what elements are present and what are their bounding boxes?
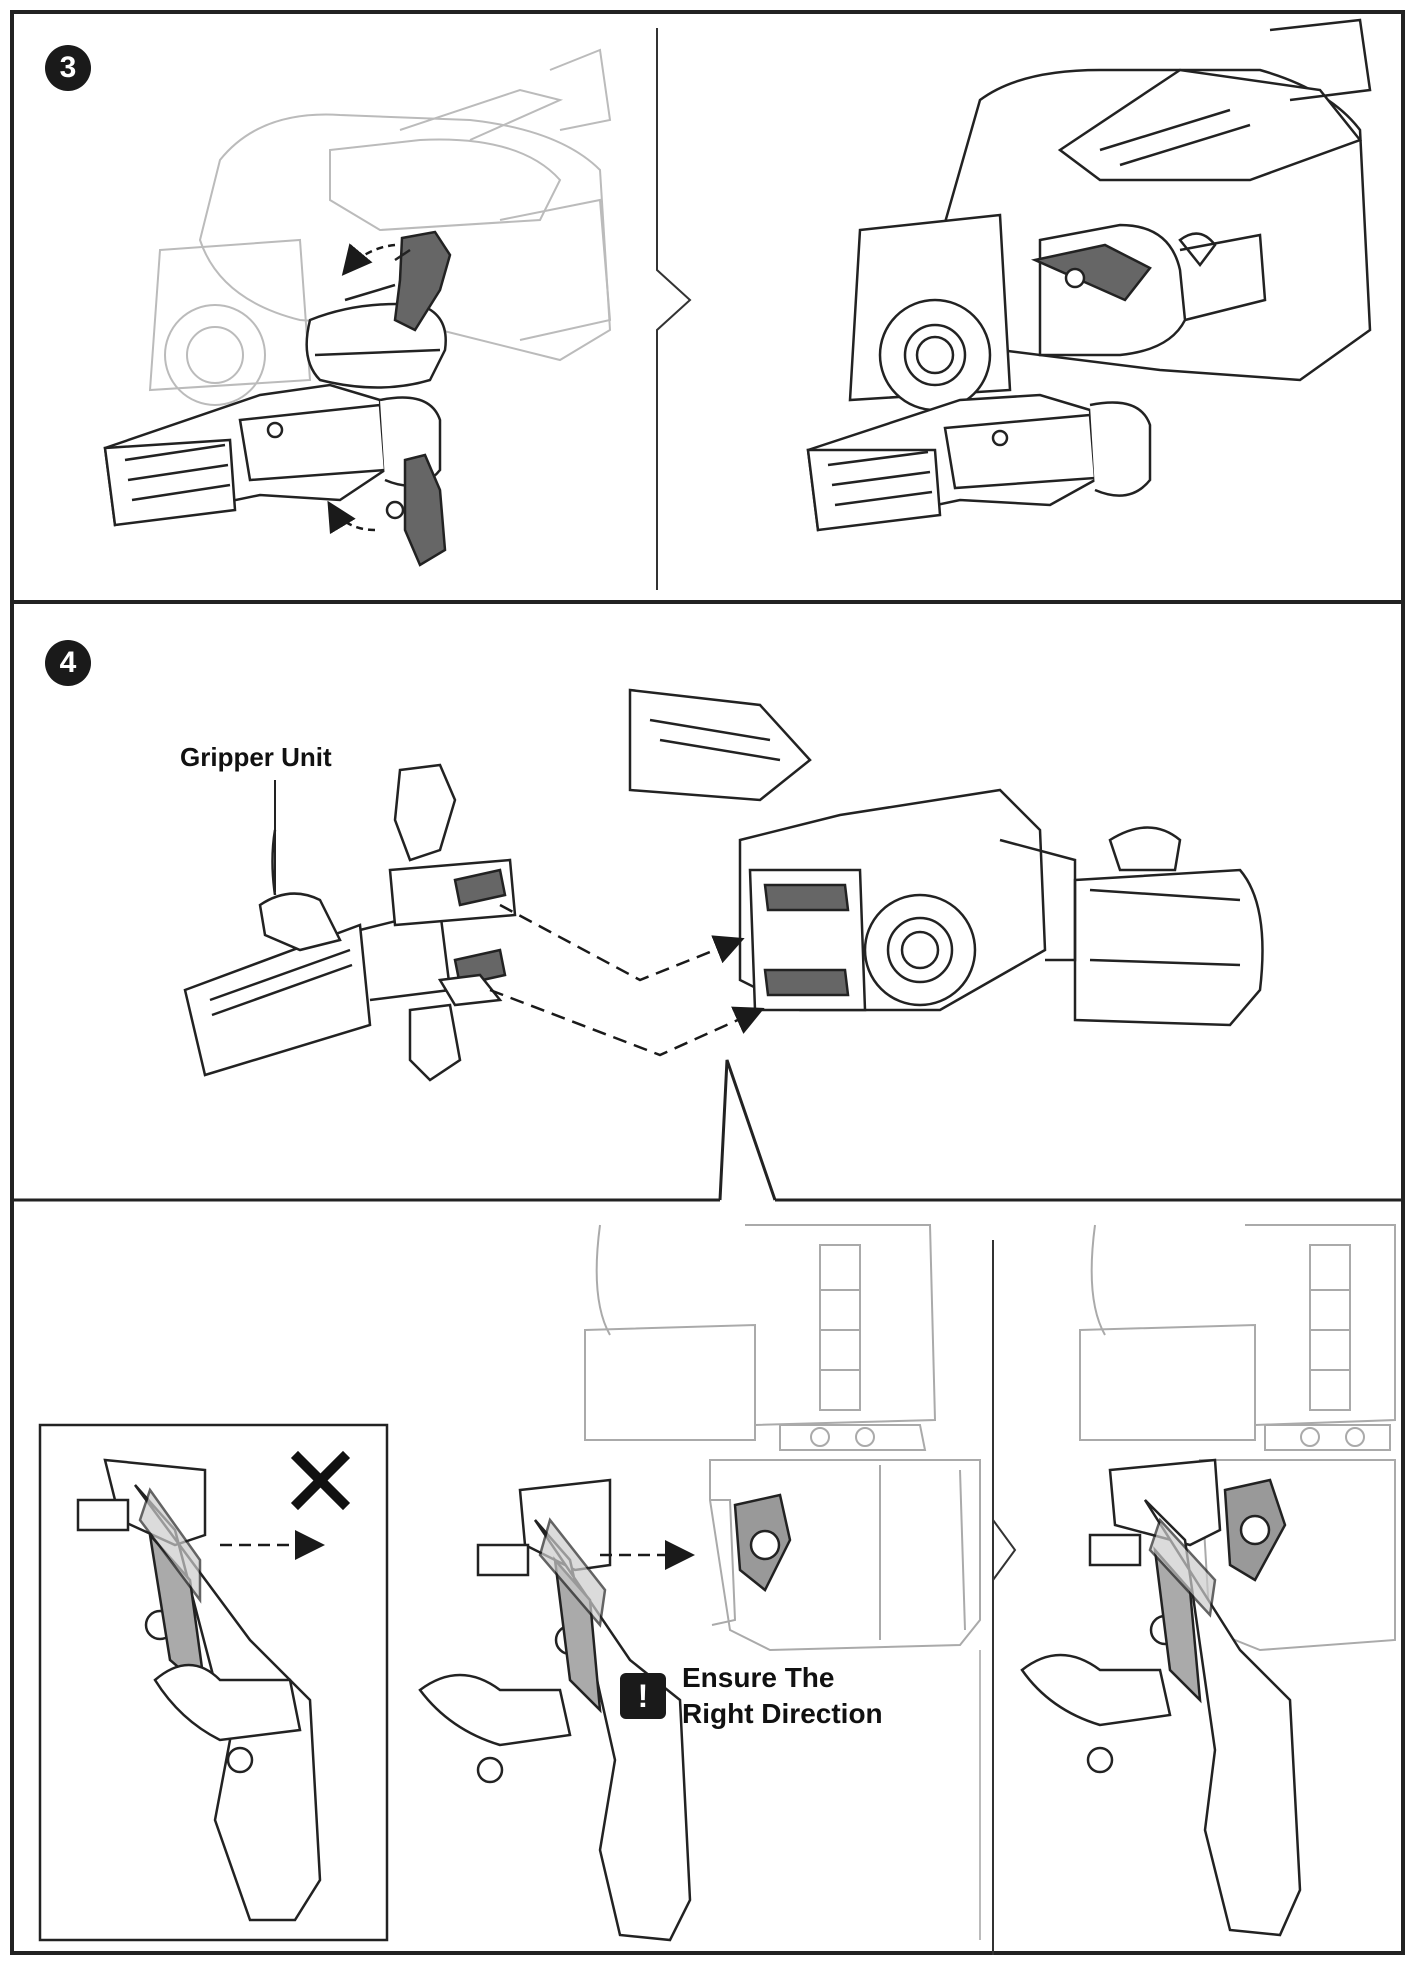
step3-before-parts: [103, 230, 452, 567]
warning-text: Ensure The Right Direction: [682, 1660, 883, 1732]
closeup-body-right: [1079, 1224, 1396, 1652]
insertion-arrows: [489, 903, 765, 1057]
zoom-callout-wedge: [718, 1059, 777, 1201]
wrong-orientation-box: [38, 1423, 389, 1942]
step3-rotation-arrows: [327, 243, 396, 535]
step3-after-figure: [806, 18, 1372, 532]
closeup-body-middle: [584, 1224, 981, 1652]
warning-line-1: Ensure The: [682, 1662, 835, 1693]
manual-page-frame: [10, 10, 1405, 1955]
step3-sequence-divider: [656, 28, 692, 590]
step-3-badge: 3: [45, 45, 91, 91]
detail-leg-result: [1020, 1458, 1302, 1937]
step3-before-figure: [148, 48, 612, 406]
warning-line-2: Right Direction: [682, 1698, 883, 1729]
wrong-mark-icon: [290, 1450, 351, 1511]
detail-leg-correct: [418, 1478, 692, 1942]
gripper-unit-figure: [183, 763, 517, 1082]
robot-body-figure: [628, 688, 1264, 1027]
exclamation-icon: !: [620, 1673, 666, 1719]
detail-leg-wrong: [76, 1458, 322, 1922]
closeup-key-middle: [733, 1493, 792, 1592]
gripper-unit-label: Gripper Unit: [180, 742, 332, 772]
step-4-badge: 4: [45, 640, 91, 686]
direction-warning: ! Ensure The Right Direction: [620, 1660, 883, 1732]
